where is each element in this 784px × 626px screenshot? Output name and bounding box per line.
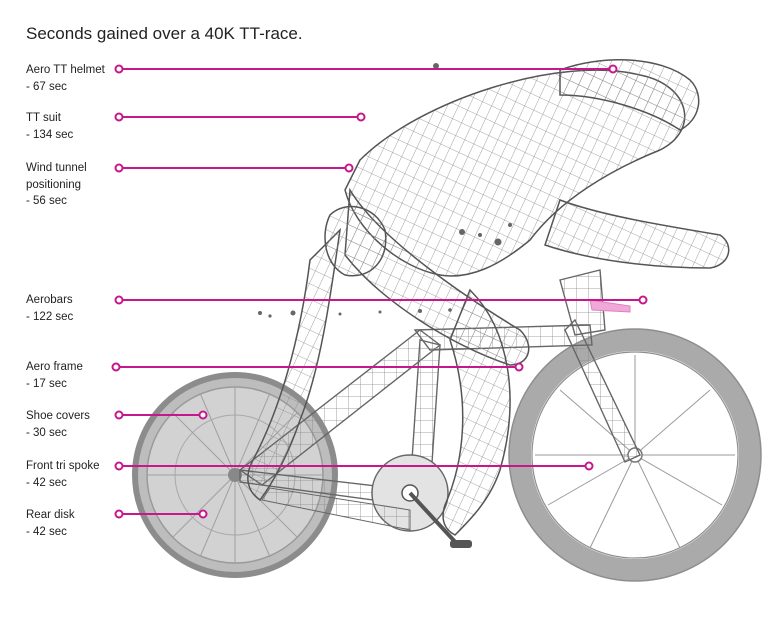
airflow-dots xyxy=(258,63,512,318)
callout-label: Aerobars - 122 sec xyxy=(26,292,126,325)
callout-end-marker xyxy=(514,362,524,372)
callout-value: - 67 sec xyxy=(26,80,67,93)
callout-name-line: Front tri spoke xyxy=(26,460,100,472)
callout-value: - 56 sec xyxy=(26,195,67,207)
callout-value: - 122 sec xyxy=(26,310,74,323)
callout-end-marker xyxy=(638,295,648,305)
callout-start-marker xyxy=(114,461,124,471)
callout-value: - 42 sec xyxy=(26,525,67,538)
callout-start-marker xyxy=(114,295,124,305)
callout-start-marker xyxy=(114,112,124,122)
callout-value: - 17 sec xyxy=(26,377,67,390)
callout-name-line: Aerobars xyxy=(26,294,73,306)
callout-label: Aero TT helmet - 67 sec xyxy=(26,62,126,95)
callout-start-marker xyxy=(114,64,124,74)
callout-end-marker xyxy=(198,509,208,519)
callout-name-line: TT suit xyxy=(26,112,61,124)
crankset xyxy=(261,454,472,548)
rider-body xyxy=(247,59,730,536)
callout-start-marker xyxy=(114,509,124,519)
callout-end-marker xyxy=(608,64,618,74)
callout-name-line: Wind tunnel xyxy=(26,162,87,174)
callout-end-marker xyxy=(344,163,354,173)
callout-value: - 42 sec xyxy=(26,476,67,489)
callout-start-marker xyxy=(114,410,124,420)
callout-lines xyxy=(111,64,648,519)
chart-title: Seconds gained over a 40K TT-race. xyxy=(26,24,303,43)
callout-start-marker xyxy=(114,163,124,173)
callout-value: - 134 sec xyxy=(26,128,74,141)
callout-label: Front tri spoke - 42 sec xyxy=(26,458,126,491)
callout-name-line: Aero TT helmet xyxy=(26,64,105,76)
callout-end-marker xyxy=(584,461,594,471)
callout-label: Shoe covers - 30 sec xyxy=(26,408,126,441)
callout-end-marker xyxy=(356,112,366,122)
callout-label: Aero frame - 17 sec xyxy=(26,359,126,392)
callout-value: - 30 sec xyxy=(26,426,67,439)
callout-name-line: positioning xyxy=(26,178,81,191)
callout-label: TT suit - 134 sec xyxy=(26,110,126,143)
aerobar-highlight xyxy=(589,299,631,313)
callout-label: Wind tunnel positioning - 56 sec xyxy=(26,160,126,210)
callout-name-line: Rear disk xyxy=(26,509,75,521)
callout-name-line: Aero frame xyxy=(26,361,83,373)
callout-label: Rear disk - 42 sec xyxy=(26,507,126,540)
callout-start-marker xyxy=(111,362,121,372)
callout-end-marker xyxy=(198,410,208,420)
callout-name-line: Shoe covers xyxy=(26,410,90,422)
